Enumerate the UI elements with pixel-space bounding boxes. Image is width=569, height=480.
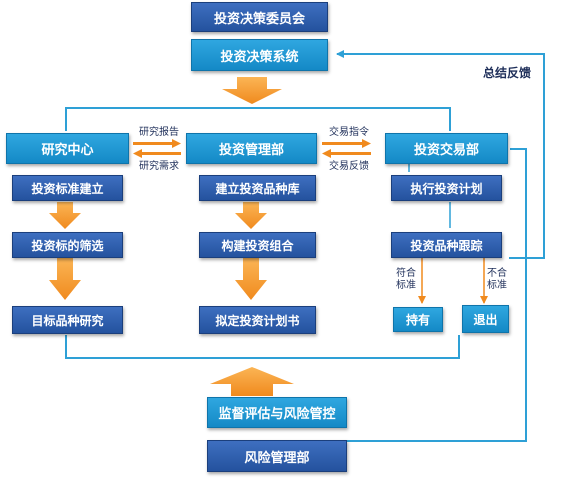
committee-box: 投资决策委员会 [191,2,328,32]
investment-management-label: 投资管理部 [218,143,284,158]
trade-feedback-label: 交易反馈 [329,161,369,172]
risk-control-label: 监督评估与风险管控 [218,407,336,422]
risk-management-box: 风险管理部 [207,440,347,472]
feedback-loops [336,50,545,442]
hold-box: 持有 [393,307,443,332]
management-step-3: 拟定投资计划书 [199,306,316,334]
management-step-2: 构建投资组合 [199,232,316,258]
research-step-arrows [49,202,81,300]
risk-control-box: 监督评估与风险管控 [207,397,347,428]
investment-trading-box: 投资交易部 [385,133,508,164]
investment-management-box: 投资管理部 [186,133,317,164]
trading-step-2: 投资品种跟踪 [391,232,502,258]
investment-trading-label: 投资交易部 [413,143,479,158]
research-center-label: 研究中心 [41,143,94,158]
research-step-3: 目标品种研究 [12,306,123,334]
research-demand-label: 研究需求 [139,161,179,172]
arrow-risk-up [210,367,294,396]
compliant-label: 符合标准 [396,268,416,291]
risk-management-label: 风险管理部 [244,450,310,466]
decision-system-label: 投资决策系统 [220,49,299,65]
research-report-label: 研究报告 [139,127,179,138]
trading-step-1: 执行投资计划 [391,175,502,201]
research-step-2: 投资标的筛选 [12,232,123,258]
top-bracket [65,107,451,131]
committee-label: 投资决策委员会 [213,11,305,27]
research-center-box: 研究中心 [6,133,129,164]
noncompliant-label: 不合标准 [487,268,507,291]
feedback-label: 总结反馈 [483,66,532,80]
dept-link-arrows [133,139,371,158]
arrow-system-down [222,77,282,104]
trade-order-label: 交易指令 [329,127,369,138]
exit-box: 退出 [462,305,509,333]
decision-system-box: 投资决策系统 [191,39,328,71]
management-step-1: 建立投资品种库 [199,175,316,201]
management-step-arrows [235,202,267,300]
bottom-bracket [65,335,460,359]
research-step-1: 投资标准建立 [12,175,123,201]
